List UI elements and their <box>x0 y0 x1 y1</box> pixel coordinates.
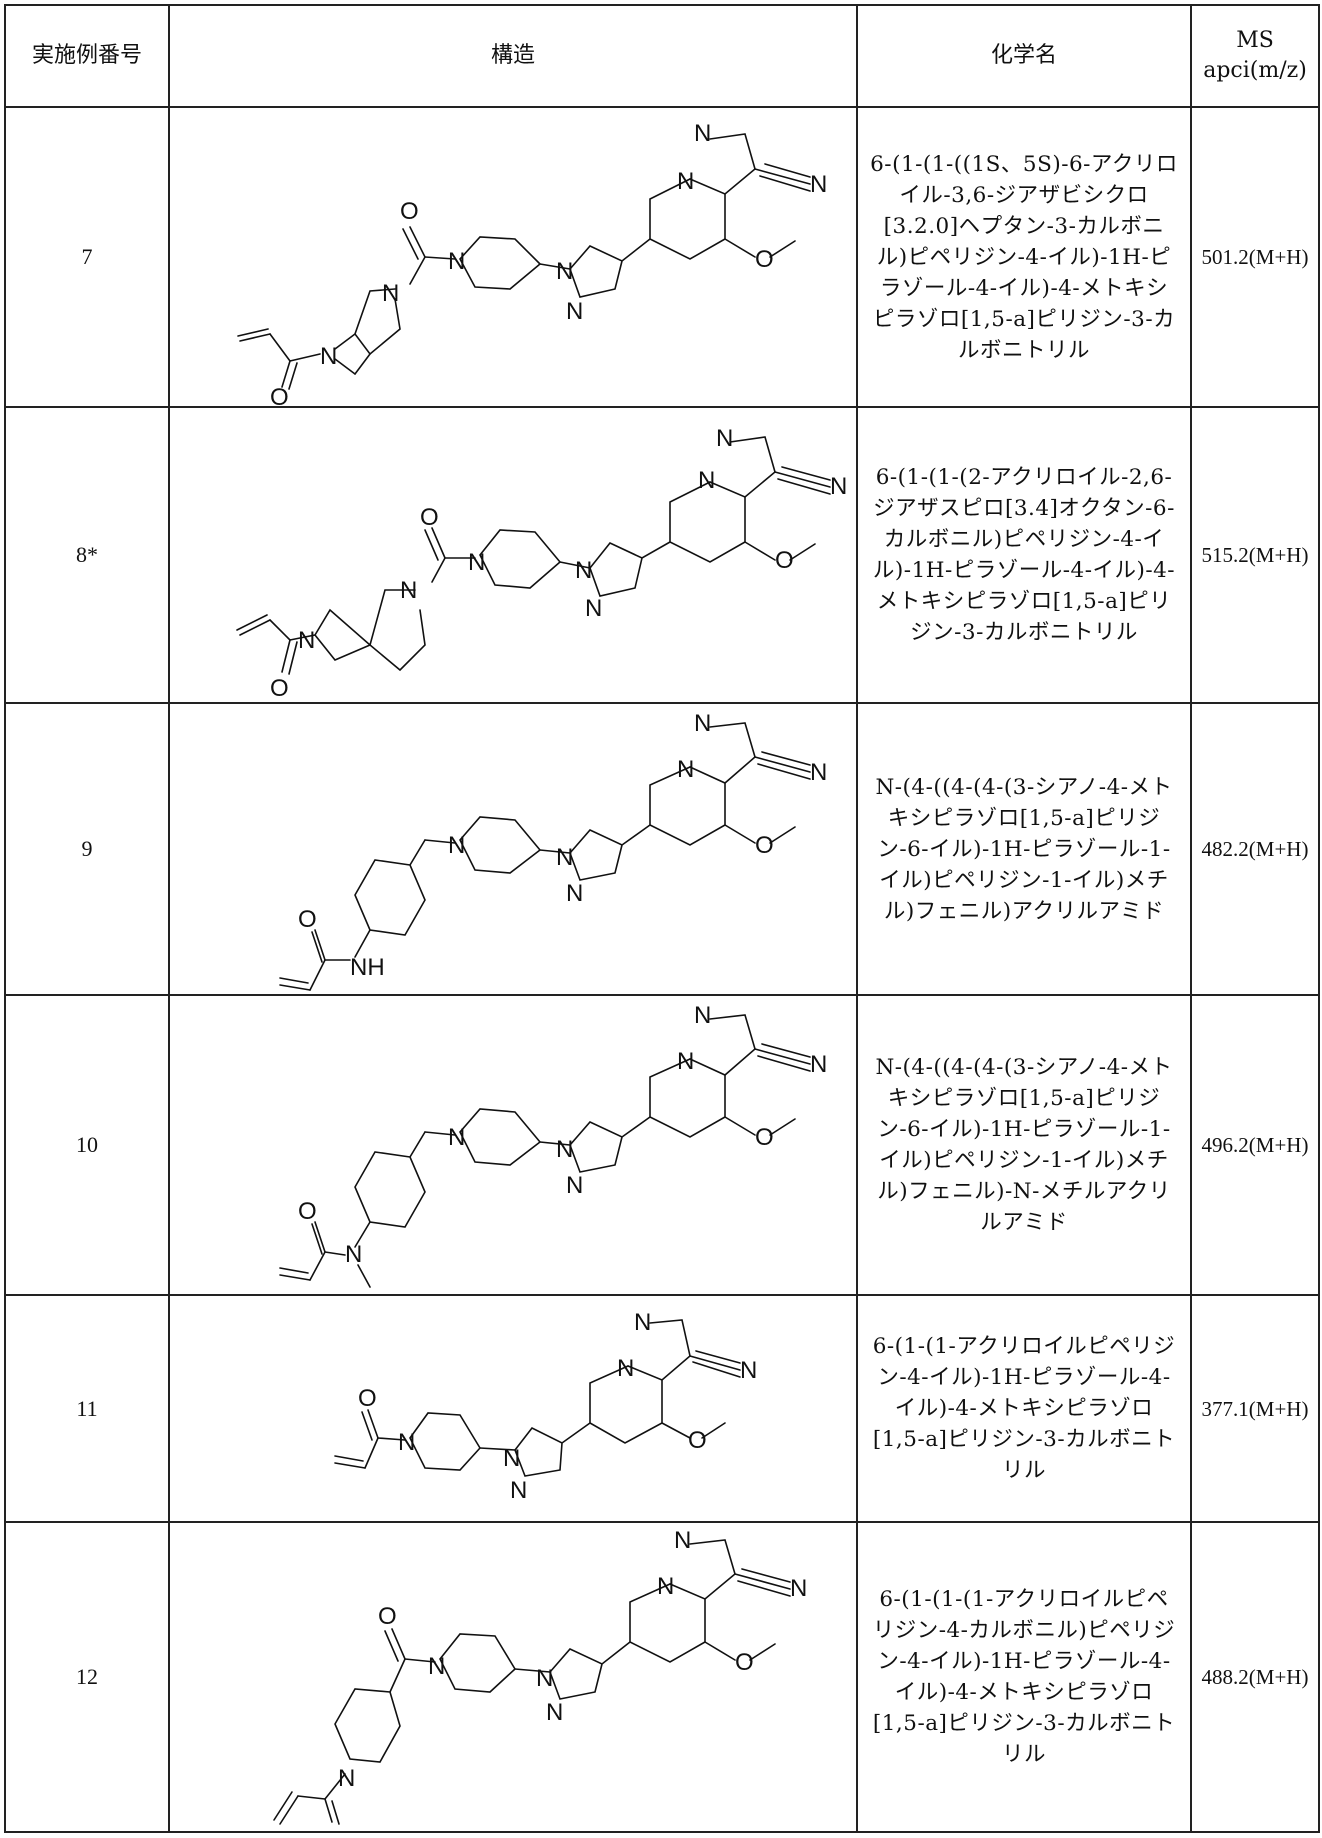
svg-text:N: N <box>556 258 573 285</box>
svg-text:N: N <box>428 1653 445 1680</box>
svg-text:N: N <box>400 577 417 604</box>
svg-text:N: N <box>546 1699 563 1726</box>
svg-text:N: N <box>677 168 694 195</box>
svg-text:O: O <box>270 675 289 700</box>
svg-text:N: N <box>617 1355 634 1382</box>
chemical-name: 6-(1-(1-(2-アクリロイル-2,6-ジアザスピロ[3.4]オクタン-6-… <box>856 406 1192 704</box>
svg-text:N: N <box>677 756 694 783</box>
ms-value: 501.2(M+H) <box>1190 106 1320 408</box>
svg-text:N: N <box>566 298 583 325</box>
header-chemical-name: 化学名 <box>856 4 1192 108</box>
svg-text:N: N <box>674 1527 691 1554</box>
svg-text:N: N <box>448 1124 465 1151</box>
svg-text:N: N <box>510 1477 527 1504</box>
svg-text:N: N <box>677 1048 694 1075</box>
svg-text:N: N <box>694 710 711 737</box>
svg-text:N: N <box>716 425 733 452</box>
svg-text:N: N <box>556 1136 573 1163</box>
svg-text:O: O <box>378 1603 397 1630</box>
ms-value: 377.1(M+H) <box>1190 1294 1320 1523</box>
svg-text:O: O <box>688 1427 707 1454</box>
svg-text:N: N <box>556 844 573 871</box>
svg-text:O: O <box>400 198 419 225</box>
svg-text:N: N <box>740 1357 757 1384</box>
svg-text:N: N <box>345 1241 362 1268</box>
ms-value: 515.2(M+H) <box>1190 406 1320 704</box>
svg-text:O: O <box>270 384 289 405</box>
svg-text:N: N <box>810 759 827 786</box>
svg-text:O: O <box>755 1124 774 1151</box>
svg-text:N: N <box>810 171 827 198</box>
chemical-name: 6-(1-(1-((1S、5S)-6-アクリロイル-3,6-ジアザビシクロ[3.… <box>856 106 1192 408</box>
example-number: 8* <box>4 406 170 704</box>
header-structure: 構造 <box>168 4 858 108</box>
svg-text:O: O <box>735 1649 754 1676</box>
structure-image: NNN O NN N O N O <box>168 1521 858 1833</box>
svg-text:N: N <box>790 1575 807 1602</box>
svg-text:N: N <box>566 880 583 907</box>
svg-text:O: O <box>420 504 439 531</box>
svg-text:N: N <box>448 832 465 859</box>
header-ms: MS apci(m/z) <box>1190 4 1320 108</box>
svg-text:O: O <box>755 246 774 273</box>
example-number: 10 <box>4 994 170 1296</box>
svg-text:N: N <box>566 1172 583 1199</box>
example-number: 9 <box>4 702 170 996</box>
svg-text:O: O <box>358 1385 377 1412</box>
svg-text:N: N <box>448 248 465 275</box>
svg-text:N: N <box>503 1445 520 1472</box>
svg-text:N: N <box>810 1051 827 1078</box>
ms-value: 496.2(M+H) <box>1190 994 1320 1296</box>
svg-text:N: N <box>694 1002 711 1029</box>
chemical-name: 6-(1-(1-(1-アクリロイルピペリジン-4-カルボニル)ピペリジン-4-イ… <box>856 1521 1192 1833</box>
svg-text:N: N <box>634 1309 651 1336</box>
svg-text:N: N <box>398 1429 415 1456</box>
svg-text:O: O <box>755 832 774 859</box>
svg-text:N: N <box>468 549 485 576</box>
header-example-no: 実施例番号 <box>4 4 170 108</box>
svg-text:O: O <box>298 1198 317 1225</box>
svg-text:N: N <box>657 1573 674 1600</box>
table-row: 7 <box>4 106 1320 408</box>
example-number: 7 <box>4 106 170 408</box>
ms-value: 488.2(M+H) <box>1190 1521 1320 1833</box>
ms-value: 482.2(M+H) <box>1190 702 1320 996</box>
svg-text:O: O <box>775 547 794 574</box>
example-number: 12 <box>4 1521 170 1833</box>
svg-text:N: N <box>298 627 315 654</box>
chemical-name: N-(4-((4-(4-(3-シアノ-4-メトキシピラゾロ[1,5-a]ピリジン… <box>856 994 1192 1296</box>
example-number: 11 <box>4 1294 170 1523</box>
svg-text:N: N <box>694 120 711 147</box>
svg-text:N: N <box>698 467 715 494</box>
svg-text:N: N <box>830 473 847 500</box>
svg-text:N: N <box>338 1765 355 1792</box>
svg-text:NH: NH <box>350 954 385 981</box>
header-row: 実施例番号 構造 化学名 MS apci(m/z) <box>4 4 1320 108</box>
chemical-name: 6-(1-(1-アクリロイルピペリジン-4-イル)-1H-ピラゾール-4-イル)… <box>856 1294 1192 1523</box>
svg-text:N: N <box>536 1665 553 1692</box>
compound-table: 実施例番号 構造 化学名 MS apci(m/z) 7 <box>4 4 1320 1833</box>
structure-diagram: NNN O NN N O N O <box>273 1527 807 1825</box>
svg-text:N: N <box>585 595 602 622</box>
svg-text:N: N <box>382 280 399 307</box>
svg-text:O: O <box>298 906 317 933</box>
chemical-name: N-(4-((4-(4-(3-シアノ-4-メトキシピラゾロ[1,5-a]ピリジン… <box>856 702 1192 996</box>
svg-text:N: N <box>575 557 592 584</box>
svg-text:N: N <box>320 343 337 370</box>
